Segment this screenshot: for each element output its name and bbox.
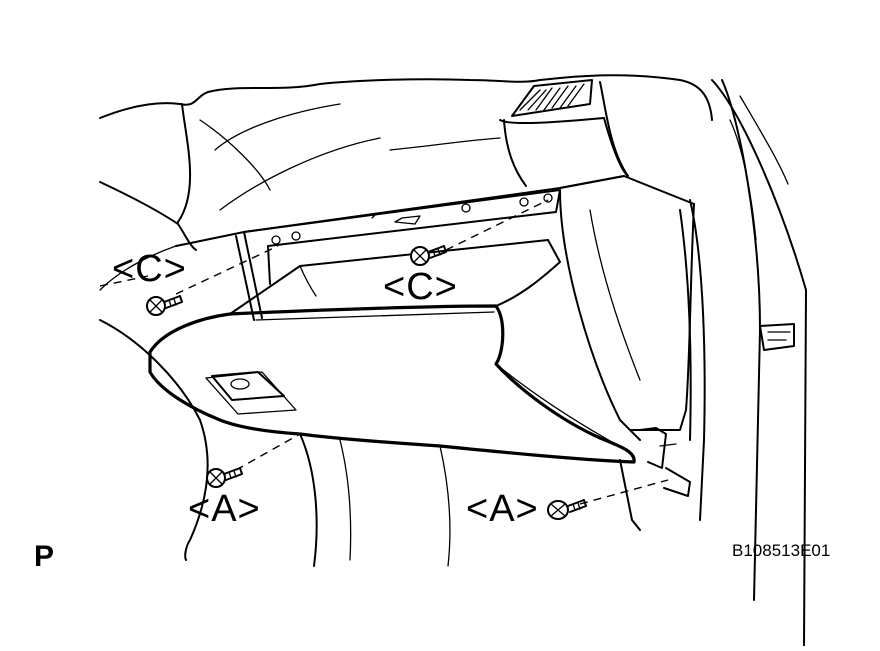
- view-marker: P: [34, 540, 55, 573]
- callout-a-lower-right: <A>: [466, 488, 539, 530]
- screw-c-left: [146, 295, 183, 316]
- figure-code: B108513E01: [732, 541, 831, 560]
- glove-box-opening: [235, 189, 561, 321]
- screw-a-left: [206, 467, 243, 488]
- glove-box-housing: [559, 175, 695, 497]
- screw-c-center: [410, 245, 447, 266]
- door-frame: [679, 79, 807, 647]
- air-vent: [499, 74, 713, 187]
- callout-a-lower-left: <A>: [188, 488, 261, 530]
- glove-box-door: [148, 239, 636, 464]
- callout-c-center: <C>: [383, 266, 458, 308]
- lower-panel: [99, 319, 641, 567]
- callout-c-upper-left: <C>: [112, 248, 187, 290]
- screw-a-right: [547, 499, 587, 520]
- leader-lines: [99, 199, 669, 505]
